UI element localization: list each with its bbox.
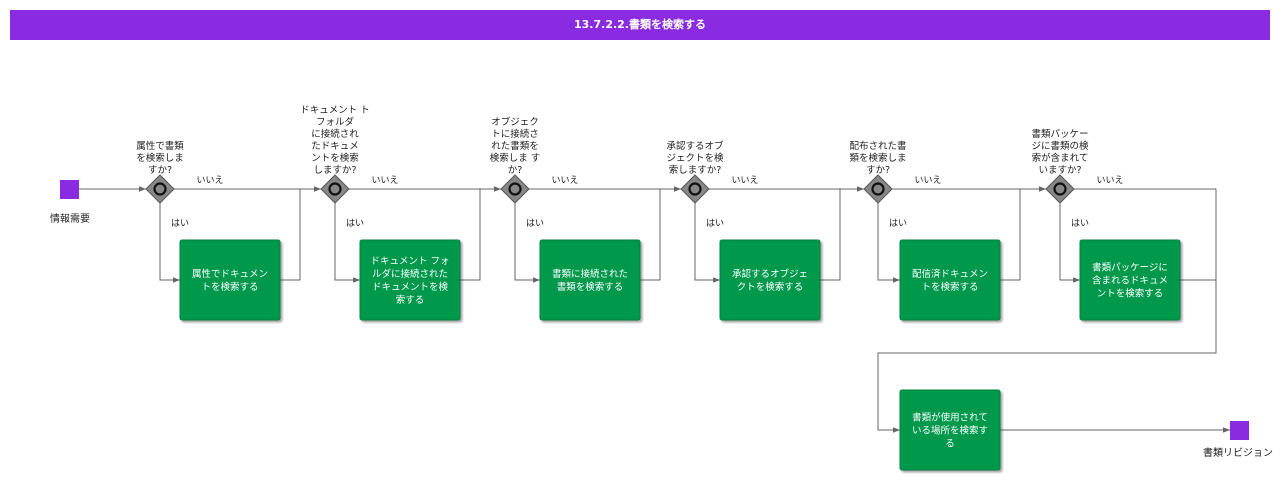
gateway-1 <box>145 174 175 204</box>
gateway-2-marker <box>328 182 342 196</box>
gateway-4-question-line-3: 索しますか? <box>669 164 722 176</box>
gateway-6-question-line-4: いますか? <box>1038 165 1081 176</box>
gateway-2 <box>320 174 350 204</box>
gateway-2-question-line-4: たドキュメ <box>311 141 359 152</box>
start-event-label: 情報需要 <box>50 212 90 225</box>
gateway-2-yes-label: はい <box>346 218 364 229</box>
gateway-2-no-label: いいえ <box>371 175 398 186</box>
gateway-1-question-line-2: を検索しま <box>136 152 184 164</box>
gateway-2-question-line-3: に接続され <box>311 128 359 140</box>
task-4-text-line-1: 承認するオブジェ <box>732 268 808 280</box>
edge-task-5-out <box>1000 189 1021 281</box>
task-2 <box>359 239 461 321</box>
task-3-text-line-1: 書類に接続された <box>552 268 628 280</box>
gateway-4-question-line-2: ジェクトを検 <box>666 152 724 164</box>
task-6 <box>1079 239 1181 321</box>
gateway-2-question-line-2: フォルダ <box>316 116 355 128</box>
gateway-5-question-line-1: 配布された書 <box>849 140 906 152</box>
task-final-text-line-2: いる場所を検索す <box>912 425 988 437</box>
task-4-text-line-2: クトを検索する <box>737 281 804 293</box>
task-1 <box>179 239 281 321</box>
edge-task-1-out <box>280 189 301 281</box>
gateway-3-marker <box>508 182 522 196</box>
gateway-6 <box>1045 174 1075 204</box>
edge-gateway-5-yes <box>877 203 900 283</box>
task-final-text-line-1: 書類が使用されて <box>912 412 988 424</box>
gateway-5-question-line-3: すか? <box>866 165 890 176</box>
gateway-5-question-line-2: 類を検索しま <box>849 152 906 164</box>
gateway-5-marker <box>871 182 885 196</box>
task-2-text-line-3: ドキュメントを検 <box>372 281 449 293</box>
start-event <box>60 180 79 199</box>
gateway-6-marker <box>1053 182 1067 196</box>
task-5-text-line-1: 配信済ドキュメン <box>912 268 988 280</box>
gateway-1-yes-label: はい <box>171 218 189 229</box>
gateway-6-question-line-3: 索が含まれて <box>1032 152 1089 164</box>
task-5-text-line-2: トを検索する <box>921 281 978 293</box>
gateway-5-no-label: いいえ <box>914 175 941 186</box>
task-final-text-line-3: る <box>945 439 955 450</box>
task-5 <box>899 239 1001 321</box>
edge-gateway-2-yes <box>334 203 360 283</box>
gateway-1-no-label: いいえ <box>196 175 223 186</box>
task-6-text-line-3: ントを検索する <box>1097 288 1164 300</box>
task-6-text-line-1: 書類パッケージに <box>1092 262 1168 274</box>
gateway-4 <box>680 174 710 204</box>
gateway-3-question-line-5: か? <box>508 165 523 176</box>
gateway-6-no-label: いいえ <box>1096 175 1123 186</box>
gateway-1-marker <box>153 182 167 196</box>
gateway-2-question-line-6: しますか? <box>313 165 356 176</box>
edge-task-2-out <box>460 189 481 281</box>
gateway-6-question-line-1: 書類パッケー <box>1031 128 1088 140</box>
gateway-3 <box>500 174 530 204</box>
gateway-1-question-line-3: すか? <box>148 165 172 176</box>
gateway-6-yes-label: はい <box>1071 218 1089 229</box>
gateway-5 <box>863 174 893 204</box>
task-4 <box>719 239 821 321</box>
gateway-5-yes-label: はい <box>889 218 907 229</box>
gateway-6-question-line-2: ジに書類の検 <box>1031 140 1089 152</box>
flow-nodes <box>60 174 1249 471</box>
flow-labels: 情報需要属性で書類を検索しますか?いいえはい属性でドキュメントを検索するドキュメ… <box>50 105 1273 459</box>
task-final <box>899 389 1001 471</box>
task-6-text-line-2: 含まれるドキュメ <box>1092 275 1168 287</box>
edge-gateway-4-yes <box>694 203 720 283</box>
gateway-4-yes-label: はい <box>706 218 724 229</box>
gateway-3-question-line-2: トに接続さ <box>491 128 539 140</box>
diagram-title: 13.7.2.2.書類を検索する <box>10 10 1270 40</box>
end-event-label: 書類リビジョン <box>1203 446 1273 459</box>
task-1-text-line-1: 属性でドキュメン <box>192 268 268 280</box>
gateway-4-question-line-1: 承認するオブ <box>666 140 724 152</box>
edge-task-4-out <box>820 189 841 281</box>
edge-to-final-task <box>877 189 1217 433</box>
gateway-3-yes-label: はい <box>526 218 544 229</box>
task-1-text-line-2: トを検索する <box>201 281 258 293</box>
gateway-3-question-line-1: オブジェク <box>491 116 539 128</box>
gateway-2-question-line-1: ドキュメント ト <box>300 105 370 116</box>
end-event <box>1230 421 1249 440</box>
edge-task-3-out <box>640 189 661 281</box>
task-2-text-line-1: ドキュメント フォ <box>370 256 449 267</box>
task-2-text-line-2: ルダに接続された <box>372 268 448 280</box>
gateway-3-question-line-3: れた書類を <box>491 140 539 152</box>
task-3 <box>539 239 641 321</box>
flow-edges <box>79 186 1230 433</box>
gateway-1-question-line-1: 属性で書類 <box>136 140 184 152</box>
edge-gateway-3-yes <box>514 203 540 283</box>
gateway-3-no-label: いいえ <box>551 175 578 186</box>
edge-gateway-1-yes <box>159 203 180 283</box>
gateway-4-marker <box>688 182 702 196</box>
gateway-2-question-line-5: ントを検索 <box>311 152 359 164</box>
edge-gateway-6-yes <box>1059 203 1080 283</box>
gateway-3-question-line-4: 検索しま す <box>490 152 541 164</box>
task-2-text-line-4: 索する <box>396 294 425 306</box>
gateway-4-no-label: いいえ <box>731 175 758 186</box>
edge-task-6-out <box>1180 189 1217 281</box>
task-3-text-line-2: 書類を検索する <box>557 281 624 293</box>
